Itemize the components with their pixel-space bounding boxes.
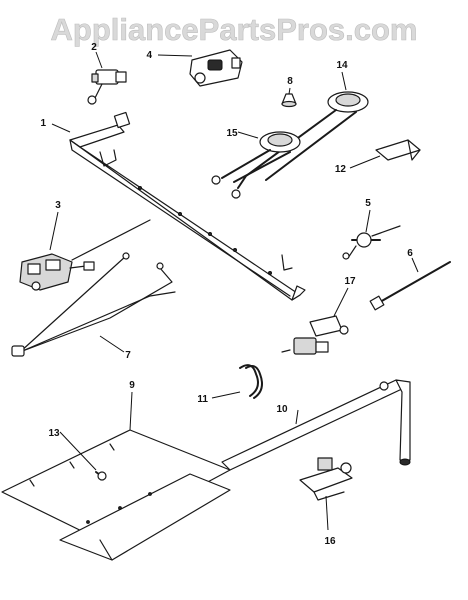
part-6-tube[interactable] (369, 261, 451, 311)
watermark-text: AppliancePartsPros.com (51, 12, 418, 47)
leader-lines (49, 51, 419, 531)
callout-2: 2 (91, 42, 97, 53)
callout-17: 17 (344, 276, 356, 287)
callout-15: 15 (226, 128, 238, 139)
part-13-igniter[interactable] (95, 471, 107, 481)
callout-7: 7 (125, 350, 131, 361)
callout-9: 9 (129, 380, 135, 391)
callout-6: 6 (407, 248, 413, 259)
callout-14: 14 (336, 60, 348, 71)
part-15-top-burner[interactable] (211, 131, 301, 185)
part-11-hose[interactable] (239, 364, 263, 399)
part-3-valve-assembly[interactable] (19, 219, 151, 291)
callout-12: 12 (335, 164, 347, 175)
callout-8: 8 (287, 76, 293, 87)
callout-11: 11 (197, 394, 208, 405)
callout-3: 3 (55, 200, 61, 211)
part-16-igniter-assembly[interactable] (299, 457, 353, 501)
part-7-wire-harness[interactable] (11, 252, 176, 357)
callout-16: 16 (324, 536, 336, 547)
part-8-cap[interactable] (281, 93, 297, 108)
part-10-burner-tube[interactable] (221, 379, 411, 471)
callout-4: 4 (146, 50, 152, 61)
part-17-valve-bracket[interactable] (281, 315, 349, 355)
part-4-switch[interactable] (189, 49, 243, 87)
callout-10: 10 (276, 404, 288, 415)
part-12-bracket[interactable] (375, 139, 421, 161)
part-5-electrode[interactable] (342, 225, 401, 260)
callout-labels: 1 2 3 4 5 6 7 8 9 10 11 12 13 14 15 16 1… (40, 42, 413, 547)
callout-5: 5 (365, 198, 371, 209)
part-1-manifold[interactable] (69, 111, 306, 301)
callout-13: 13 (48, 428, 60, 439)
part-2-regulator[interactable] (87, 69, 127, 105)
part-14-top-burner[interactable] (231, 91, 369, 199)
part-9-burner-box[interactable] (1, 429, 231, 561)
callout-1: 1 (40, 118, 46, 129)
